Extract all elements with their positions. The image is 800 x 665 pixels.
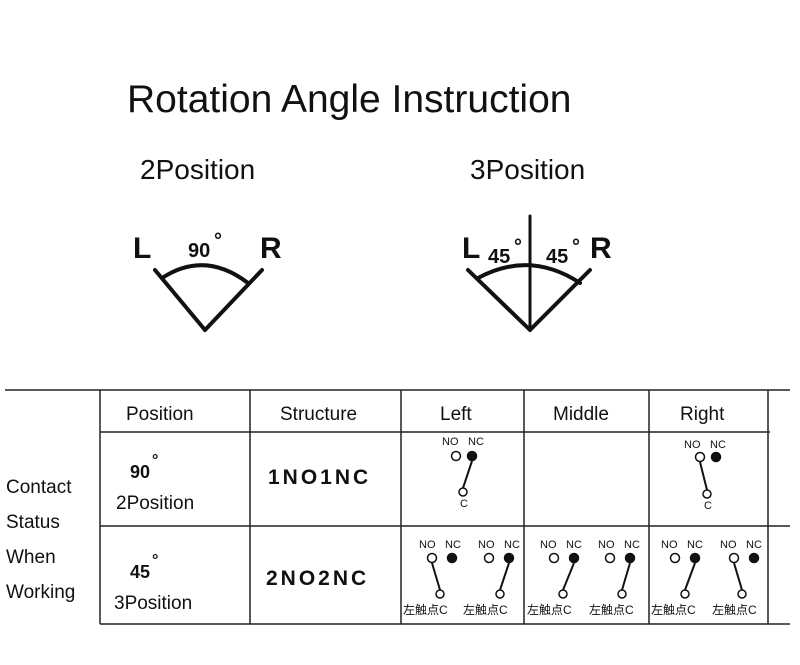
row1-left-nc-label: NC: [468, 436, 484, 448]
row2-right1-c-label: 左触点C: [651, 603, 696, 617]
row2-right2-nc-label: NC: [746, 539, 762, 551]
row1-left-c-label: C: [460, 498, 468, 510]
two-position-left-arm: [153, 268, 207, 332]
three-position-right-degree-mark: °: [572, 236, 580, 258]
row-header-line-4: Working: [6, 582, 76, 603]
row2-middle2-no-label: NO: [598, 539, 615, 551]
row1-right-c-contact: [702, 489, 712, 499]
column-header-left: Left: [440, 404, 472, 425]
three-position-left-degree-mark: °: [514, 236, 522, 258]
row2-left2-nc-label: NC: [504, 539, 520, 551]
row1-right-c-label: C: [704, 500, 712, 512]
row2-left1-c-label: 左触点C: [403, 603, 448, 617]
row1-right-nc-contact: [710, 451, 722, 463]
row2-middle2-nc-label: NC: [624, 539, 640, 551]
three-position-left-label: L: [462, 232, 481, 265]
row1-right-no-label: NO: [684, 439, 701, 451]
row1-left-no-contact: [450, 450, 462, 462]
row1-right-nc-label: NC: [710, 439, 726, 451]
row2-left2-no-label: NO: [478, 539, 495, 551]
three-position-right-angle: 45: [546, 246, 569, 268]
row2-middle1-nc-label: NC: [566, 539, 582, 551]
two-position-degree-mark: °: [214, 230, 222, 252]
row1-angle: 90: [130, 462, 151, 482]
three-position-arc: [476, 263, 582, 285]
row1-structure: 1NO1NC: [268, 466, 372, 489]
row2-position: 3Position: [114, 593, 193, 614]
row2-right1-nc-label: NC: [687, 539, 703, 551]
row1-degree-mark: °: [152, 452, 159, 469]
two-position-left-label: L: [133, 232, 152, 265]
row2-middle1-c-label: 左触点C: [527, 603, 572, 617]
three-position-right-label: R: [590, 232, 612, 265]
row-header-line-3: When: [6, 547, 56, 568]
three-position-heading: 3Position: [470, 154, 586, 185]
three-position-right-arm: [528, 268, 592, 332]
row-header-line-2: Status: [6, 512, 60, 533]
row2-degree-mark: °: [152, 552, 159, 569]
row2-left1-nc-label: NC: [445, 539, 461, 551]
row2-right2-no-label: NO: [720, 539, 737, 551]
three-position-left-angle: 45: [488, 246, 511, 268]
row2-right1-no-label: NO: [661, 539, 678, 551]
row-header-line-1: Contact: [6, 477, 72, 498]
column-header-middle: Middle: [553, 404, 609, 425]
column-header-structure: Structure: [280, 404, 358, 425]
row2-structure: 2NO2NC: [266, 567, 370, 590]
row2-left2-c-label: 左触点C: [463, 603, 508, 617]
two-position-arc: [160, 263, 250, 285]
row2-right2-c-label: 左触点C: [712, 603, 757, 617]
row1-left-nc-contact: [466, 450, 478, 462]
row1-left-c-contact: [458, 487, 468, 497]
row2-angle: 45: [130, 562, 151, 582]
two-position-right-label: R: [260, 232, 282, 265]
two-position-diagram: [153, 263, 264, 332]
two-position-right-arm: [203, 268, 264, 332]
row2-middle2-c-label: 左触点C: [589, 603, 634, 617]
two-position-angle: 90: [188, 240, 211, 262]
row2-middle1-no-label: NO: [540, 539, 557, 551]
row1-right-no-contact: [694, 451, 706, 463]
row1-position: 2Position: [116, 493, 195, 514]
page-title: Rotation Angle Instruction: [127, 78, 572, 121]
three-position-diagram: [466, 214, 592, 332]
three-position-left-arm: [466, 268, 532, 332]
column-header-position: Position: [126, 404, 194, 425]
two-position-heading: 2Position: [140, 154, 256, 185]
column-header-right: Right: [680, 404, 725, 425]
row1-left-no-label: NO: [442, 436, 459, 448]
row2-left1-no-label: NO: [419, 539, 436, 551]
